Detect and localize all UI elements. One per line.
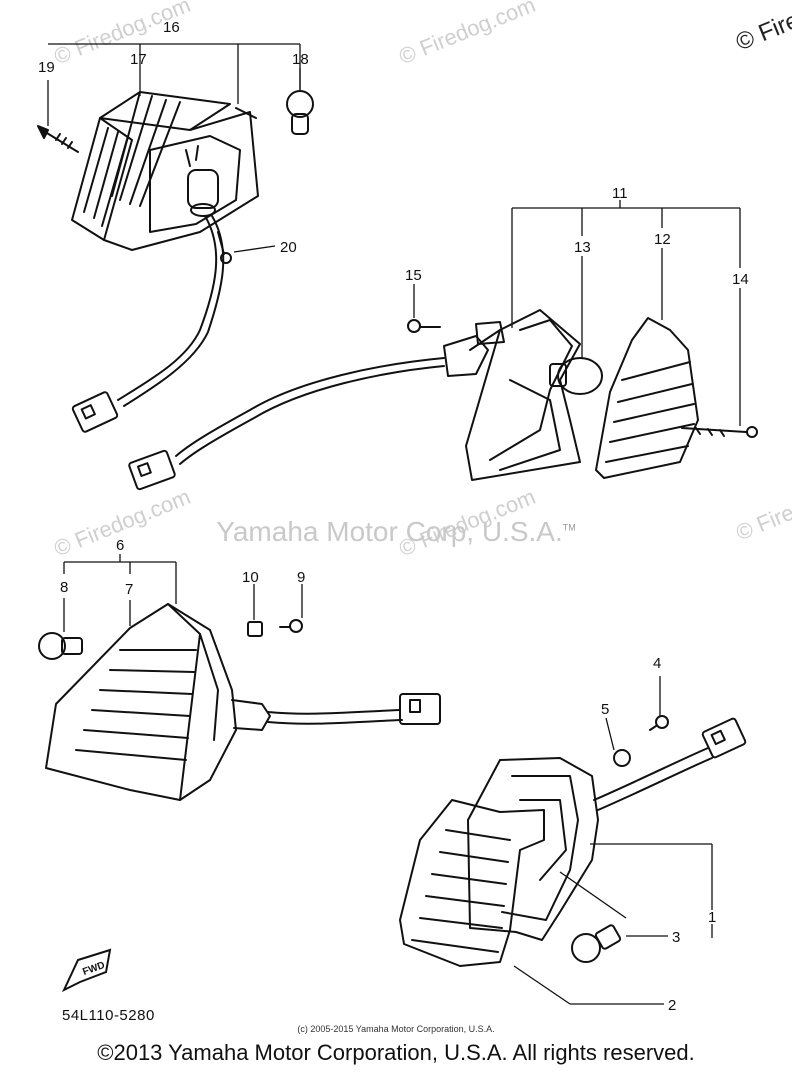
diagram-code: 54L110-5280	[62, 1007, 155, 1024]
small-copyright: (c) 2005-2015 Yamaha Motor Corporation, …	[297, 1024, 495, 1034]
callout-15: 15	[405, 267, 422, 284]
callout-19: 19	[38, 59, 55, 76]
forward-arrow-icon: FWD	[61, 948, 112, 993]
callout-16: 16	[163, 19, 180, 36]
callout-5: 5	[601, 701, 609, 718]
callout-12: 12	[654, 231, 671, 248]
callout-2: 2	[668, 997, 676, 1014]
callout-11: 11	[612, 185, 628, 202]
callout-13: 13	[574, 239, 591, 256]
copyright-footer: ©2013 Yamaha Motor Corporation, U.S.A. A…	[97, 1040, 695, 1065]
callout-14: 14	[732, 271, 749, 288]
callout-18: 18	[292, 51, 309, 68]
callout-6: 6	[116, 537, 124, 554]
callout-10: 10	[242, 569, 259, 586]
callout-4: 4	[653, 655, 661, 672]
callout-3: 3	[672, 929, 680, 946]
front-left-signal-assembly	[38, 603, 441, 801]
rear-signal-assembly	[399, 715, 747, 967]
callout-9: 9	[297, 569, 305, 586]
callout-8: 8	[60, 579, 68, 596]
callout-7: 7	[125, 581, 133, 598]
callout-1: 1	[708, 909, 716, 926]
callout-17: 17	[130, 51, 147, 68]
brand-watermark: Yamaha Motor Corp, U.S.A.TM	[216, 516, 576, 547]
rear-light-assembly	[37, 90, 314, 433]
callout-20: 20	[280, 239, 297, 256]
front-right-signal-assembly	[128, 309, 758, 491]
